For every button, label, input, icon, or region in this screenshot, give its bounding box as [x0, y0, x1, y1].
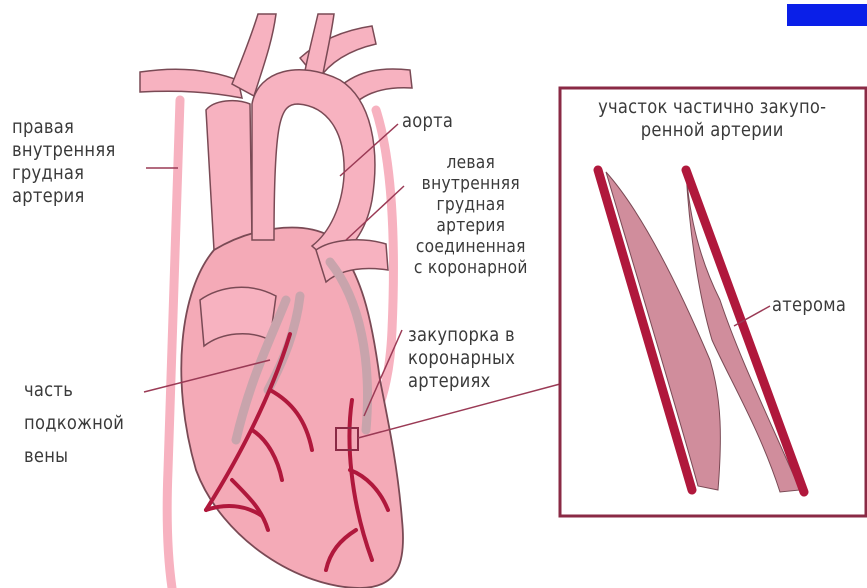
internal-thoracic-right — [167, 100, 180, 588]
label-aorta: аорта — [402, 110, 453, 133]
label-blockage: закупорка в коронарных артериях — [408, 324, 515, 393]
superior-vena-cava — [206, 101, 252, 250]
subclavian-vessel-left — [140, 69, 242, 98]
blue-tab — [787, 4, 867, 26]
inset-title: участок частично закупо- ренной артерии — [566, 96, 858, 142]
label-saphenous-vein: часть подкожной вены — [24, 374, 124, 473]
label-right-internal-thoracic-artery: правая внутренняя грудная артерия — [12, 116, 116, 208]
label-atheroma: атерома — [772, 294, 846, 317]
label-left-internal-thoracic-artery: левая внутренняя грудная артерия соедине… — [402, 152, 540, 278]
